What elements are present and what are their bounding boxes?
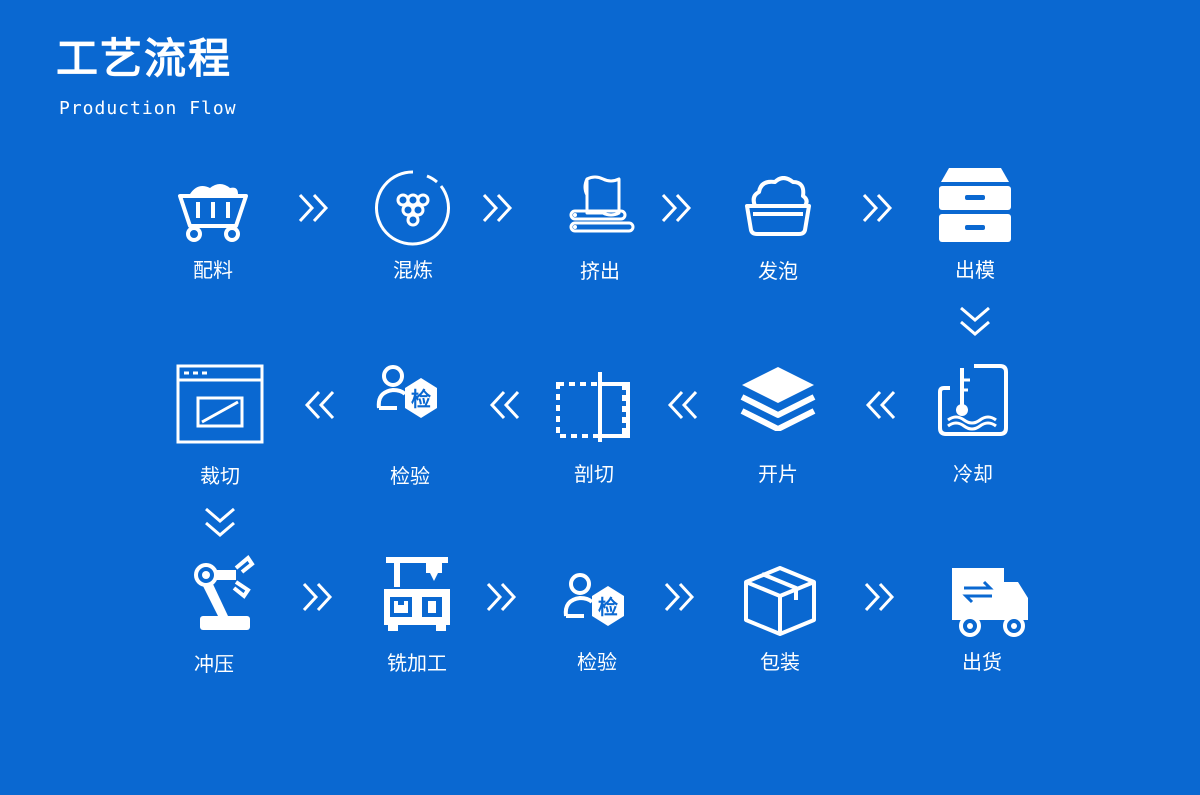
chevron-left-icon bbox=[304, 390, 335, 420]
chevron-right-icon bbox=[864, 582, 895, 612]
cutting-icon bbox=[556, 372, 630, 442]
step-demolding: 出模 bbox=[915, 166, 1035, 282]
step-label: 出模 bbox=[955, 258, 995, 282]
package-box-icon bbox=[744, 566, 816, 636]
inspection-icon: 检 bbox=[563, 573, 624, 626]
step-label: 开片 bbox=[758, 462, 798, 486]
inspection-icon: 检 bbox=[376, 365, 437, 418]
step-label: 铣加工 bbox=[387, 651, 447, 675]
step-splitting: 剖切 bbox=[534, 370, 654, 486]
step-label: 检验 bbox=[577, 650, 617, 674]
step-inspection-1: 检 检验 bbox=[350, 364, 470, 488]
step-packaging: 包装 bbox=[720, 566, 840, 674]
svg-text:检: 检 bbox=[598, 595, 618, 619]
cutting-window-icon bbox=[176, 364, 264, 444]
drawers-icon bbox=[939, 168, 1011, 242]
chevron-left-icon bbox=[865, 390, 896, 420]
step-mixing: 混炼 bbox=[353, 170, 473, 282]
chevron-right-icon bbox=[862, 193, 893, 223]
step-stamping: 冲压 bbox=[154, 554, 274, 676]
step-slicing: 开片 bbox=[718, 365, 838, 486]
chevron-right-icon bbox=[486, 582, 517, 612]
step-label: 冷却 bbox=[953, 462, 993, 486]
step-cooling: 冷却 bbox=[913, 362, 1033, 486]
step-label: 出货 bbox=[962, 650, 1002, 674]
robot-arm-icon bbox=[194, 555, 255, 630]
milling-machine-icon bbox=[384, 557, 450, 631]
mine-cart-icon bbox=[178, 184, 248, 242]
mixing-icon bbox=[375, 170, 450, 246]
step-label: 发泡 bbox=[758, 259, 798, 283]
chevron-left-icon bbox=[489, 390, 520, 420]
step-label: 包装 bbox=[760, 650, 800, 674]
step-label: 检验 bbox=[390, 464, 430, 488]
chevron-right-icon bbox=[661, 193, 692, 223]
step-label: 混炼 bbox=[393, 258, 433, 282]
chevron-down-icon bbox=[960, 306, 990, 336]
chevron-right-icon bbox=[664, 582, 695, 612]
step-trimming: 裁切 bbox=[160, 364, 280, 488]
step-label: 挤出 bbox=[580, 259, 620, 283]
step-label: 配料 bbox=[193, 258, 233, 282]
step-extrusion: 挤出 bbox=[540, 175, 660, 283]
step-shipping: 出货 bbox=[922, 566, 1042, 674]
page-subtitle: Production Flow bbox=[59, 98, 237, 119]
step-milling: 铣加工 bbox=[357, 555, 477, 675]
step-foaming: 发泡 bbox=[718, 176, 838, 283]
extrusion-rollers-icon bbox=[569, 175, 635, 233]
chevron-left-icon bbox=[667, 390, 698, 420]
page-title: 工艺流程 bbox=[56, 34, 233, 83]
step-label: 裁切 bbox=[200, 464, 240, 488]
step-label: 剖切 bbox=[574, 462, 614, 486]
step-batching: 配料 bbox=[153, 178, 273, 282]
chevron-right-icon bbox=[302, 582, 333, 612]
cooling-tank-icon bbox=[938, 364, 1008, 436]
chevron-right-icon bbox=[298, 193, 329, 223]
chevron-down-icon bbox=[205, 507, 235, 537]
layers-icon bbox=[740, 367, 816, 431]
foaming-basket-icon bbox=[745, 176, 811, 236]
svg-text:检: 检 bbox=[411, 387, 431, 411]
step-label: 冲压 bbox=[194, 652, 234, 676]
delivery-truck-icon bbox=[952, 568, 1028, 637]
chevron-right-icon bbox=[482, 193, 513, 223]
step-inspection-2: 检 检验 bbox=[537, 572, 657, 674]
